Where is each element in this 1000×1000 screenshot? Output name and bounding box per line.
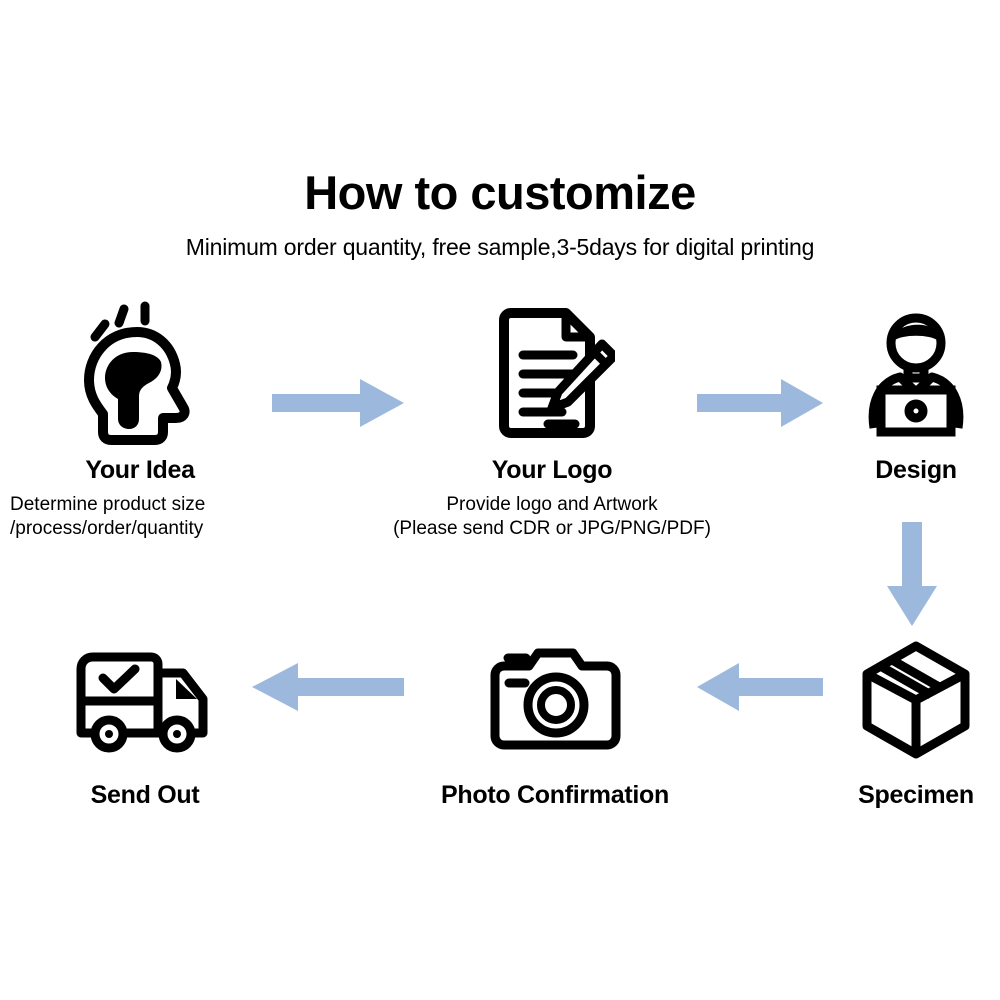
package-box-icon — [836, 625, 996, 775]
step-label: Your Logo — [491, 456, 613, 484]
step-description: Provide logo and Artwork (Please send CD… — [393, 494, 711, 540]
head-lightbulb-icon — [10, 300, 270, 450]
step-design: Design — [836, 300, 996, 485]
step-send-out: Send Out — [30, 625, 260, 810]
header: How to customize Minimum order quantity,… — [0, 168, 1000, 261]
step-description: Determine product size /process/order/qu… — [10, 494, 206, 540]
step-your-logo: Your Logo Provide logo and Artwork (Plea… — [372, 300, 732, 542]
arrow-left-specimen-to-photo — [697, 660, 823, 714]
step-specimen: Specimen — [836, 625, 996, 810]
step-label: Specimen — [858, 781, 974, 809]
page-title: How to customize — [304, 166, 696, 219]
step-label: Send Out — [90, 781, 200, 809]
arrow-down-design-to-specimen — [885, 522, 939, 626]
document-pencil-icon — [372, 300, 732, 450]
camera-icon — [390, 625, 720, 775]
step-label: Design — [875, 456, 957, 484]
arrow-right-logo-to-design — [697, 376, 823, 430]
step-label: Your Idea — [85, 456, 195, 484]
page-subtitle: Minimum order quantity, free sample,3-5d… — [185, 234, 815, 261]
person-laptop-icon — [836, 300, 996, 450]
step-your-idea: Your Idea Determine product size /proces… — [10, 300, 270, 542]
arrow-right-idea-to-logo — [272, 376, 404, 430]
delivery-truck-icon — [30, 625, 260, 775]
step-photo-confirmation: Photo Confirmation — [390, 625, 720, 810]
arrow-left-photo-to-send-out — [252, 660, 404, 714]
step-label: Photo Confirmation — [441, 781, 669, 809]
